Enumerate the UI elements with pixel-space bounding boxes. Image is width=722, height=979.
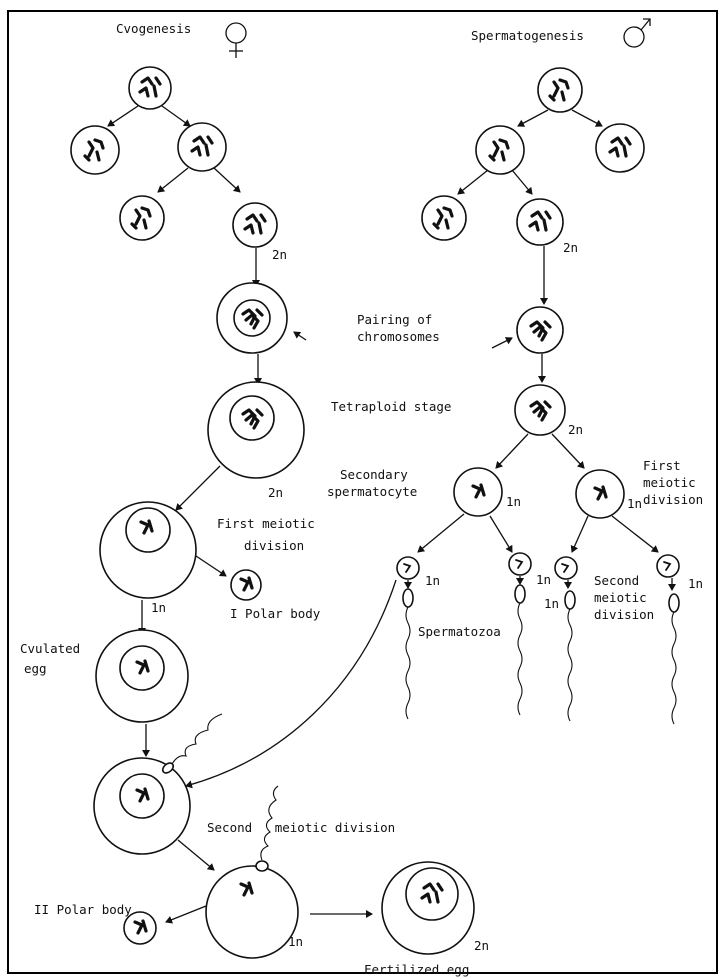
ploidy-label-fertilized: 2n (474, 938, 489, 954)
oogonium-right (233, 203, 277, 247)
spermatozoon-1 (397, 557, 419, 719)
female-symbol-icon (226, 23, 246, 58)
oogonium-left (120, 196, 164, 240)
oogonium-cell (129, 67, 171, 109)
spermatogonium-left (422, 196, 466, 240)
ploidy-label-spermatid-4: 1n (688, 576, 703, 592)
ploidy-label-tetraploid: 2n (568, 422, 583, 438)
label-second-meiotic-right-line2: meiotic (594, 590, 647, 606)
label-ovulated-line1: Cvulated (20, 641, 80, 657)
label-first-meiotic-right-line2: meiotic (643, 475, 696, 491)
label-secondary-line2: spermatocyte (327, 484, 417, 500)
growing-oocyte-nucleus (230, 396, 274, 440)
spermatozoon-2 (509, 553, 531, 715)
label-pairing-line2: chromosomes (357, 329, 440, 345)
label-fertilized-egg: Fertilized egg (364, 962, 469, 978)
label-second-polar-body: II Polar body (34, 902, 132, 918)
ploidy-label-secondary-right: 1n (627, 496, 642, 512)
second-division-egg-cell (206, 866, 298, 958)
label-ovulated-line2: egg (24, 661, 47, 677)
spermatogonium-right (517, 199, 563, 245)
label-second-meiotic-left: Second meiotic division (207, 820, 395, 836)
label-first-meiotic-right-line3: division (643, 492, 703, 508)
ploidy-label-spermatogonium: 2n (563, 240, 578, 256)
primary-oocyte-nucleus (234, 300, 270, 336)
ploidy-label-spermatid-3: 1n (544, 596, 559, 612)
spermatogonium-daughter-left (476, 126, 524, 174)
label-first-meiotic-left-line2: division (244, 538, 304, 554)
label-second-meiotic-right-line1: Second (594, 573, 639, 589)
label-pairing-line1: Pairing of (357, 312, 432, 328)
ploidy-label-spermatid-1: 1n (425, 573, 440, 589)
spermatozoon-3 (555, 557, 577, 721)
ploidy-label-oogonium: 2n (272, 247, 287, 263)
oogenesis-title: Cvogenesis (116, 21, 191, 37)
label-second-meiotic-right-line3: division (594, 607, 654, 623)
label-spermatozoa: Spermatozoa (418, 624, 501, 640)
label-first-polar-body: I Polar body (230, 606, 320, 622)
oogonium-daughter-right (178, 123, 226, 171)
oogonium-daughter-left (71, 126, 119, 174)
tetraploid-spermatocyte (515, 385, 565, 435)
ploidy-label-second-division: 1n (288, 934, 303, 950)
spermatozoon-4 (657, 555, 679, 724)
label-tetraploid-stage: Tetraploid stage (331, 399, 451, 415)
ploidy-label-first-division: 1n (151, 600, 166, 616)
spermatogonium-cell (538, 68, 582, 112)
ploidy-label-spermatid-2: 1n (536, 572, 551, 588)
ploidy-label-growing-oocyte: 2n (268, 485, 283, 501)
spermatogenesis-title: Spermatogenesis (471, 28, 584, 44)
primary-spermatocyte-pairing (517, 307, 563, 353)
first-division-oocyte-nucleus (126, 508, 170, 552)
fertilized-egg-nucleus (406, 868, 458, 920)
male-symbol-icon (624, 19, 650, 47)
label-secondary-line1: Secondary (340, 467, 408, 483)
label-first-meiotic-right-line1: First (643, 458, 681, 474)
ploidy-label-secondary-left: 1n (506, 494, 521, 510)
spermatogonium-daughter-right (596, 124, 644, 172)
label-first-meiotic-left-line1: First meiotic (217, 516, 315, 532)
